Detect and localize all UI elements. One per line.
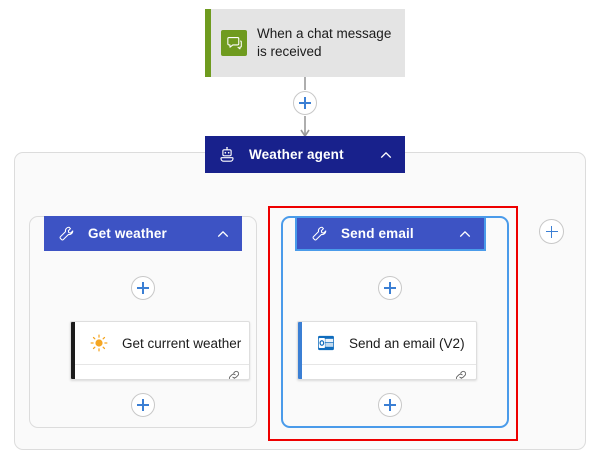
add-step-get-weather-below[interactable] [131, 393, 155, 417]
weather-agent-title: Weather agent [249, 147, 344, 162]
add-step-send-email-below[interactable] [378, 393, 402, 417]
chevron-up-icon[interactable] [458, 227, 472, 241]
weather-agent-node[interactable]: Weather agent [205, 136, 405, 173]
send-an-email-card[interactable]: Send an email (V2) [297, 321, 477, 380]
send-an-email-label: Send an email (V2) [349, 335, 465, 351]
chevron-up-icon[interactable] [216, 227, 230, 241]
add-step-send-email-above[interactable] [378, 276, 402, 300]
trigger-card[interactable]: When a chat message is received [205, 9, 405, 77]
card-accent-bar [71, 322, 75, 379]
add-step-after-trigger[interactable] [293, 91, 317, 115]
add-tool-button[interactable] [539, 219, 564, 244]
chevron-up-icon[interactable] [379, 148, 393, 162]
get-weather-title: Get weather [88, 226, 167, 241]
chat-bubble-icon [221, 30, 247, 56]
card-footer [71, 364, 249, 380]
send-email-node[interactable]: Send email [295, 216, 486, 251]
get-current-weather-label: Get current weather [122, 335, 242, 351]
get-current-weather-card[interactable]: Get current weather [70, 321, 250, 380]
send-email-title: Send email [341, 226, 414, 241]
link-icon[interactable] [227, 369, 241, 380]
wrench-icon [308, 223, 330, 245]
sun-icon [87, 331, 111, 355]
trigger-label: When a chat message is received [257, 26, 392, 59]
card-accent-bar [298, 322, 302, 379]
outlook-icon [314, 331, 338, 355]
add-step-get-weather-above[interactable] [131, 276, 155, 300]
link-icon[interactable] [454, 369, 468, 380]
get-weather-node[interactable]: Get weather [44, 216, 242, 251]
wrench-icon [55, 223, 77, 245]
robot-icon [216, 144, 238, 166]
card-footer [298, 364, 476, 380]
